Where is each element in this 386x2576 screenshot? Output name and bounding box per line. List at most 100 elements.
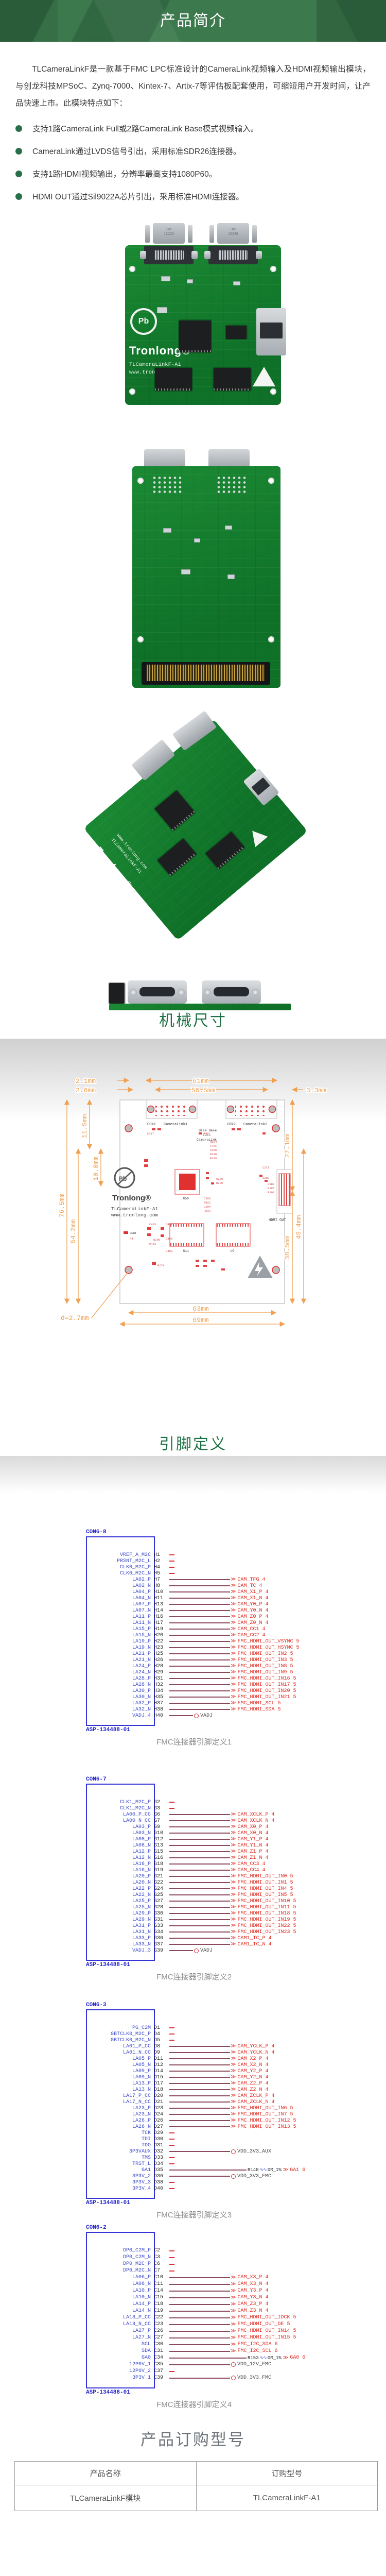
pcb-back <box>132 466 280 688</box>
signal-label: CAM_Z0_N 4 <box>237 1620 269 1626</box>
pin-number: G30 <box>154 1910 164 1917</box>
zigzag-arrow-icon: ≫ <box>231 2106 236 2111</box>
net-wire <box>169 2052 230 2053</box>
signal-label: CAM_TC 4 <box>237 1583 262 1589</box>
schematic-ref-label: CON6-8 <box>86 1529 107 1535</box>
net-port-icon <box>231 2362 236 2367</box>
pin-name: TDI <box>141 2136 151 2142</box>
svg-text:C461: C461 <box>149 1242 156 1246</box>
pin-name: TDO <box>141 2142 151 2148</box>
zigzag-arrow-icon: ≫ <box>283 2167 289 2173</box>
feature-text: 支持1路HDMI视频输出，分辨率最高支持1080P60。 <box>32 170 217 179</box>
zigzag-arrow-icon: ≫ <box>231 2062 236 2068</box>
pin-name: LA08_N <box>132 1842 151 1849</box>
pin-number: D29 <box>154 2130 164 2136</box>
svg-text:R187: R187 <box>268 1182 274 1186</box>
pin-name: LA21_P <box>132 1651 151 1657</box>
svg-text:C279: C279 <box>216 1177 223 1181</box>
zigzag-arrow-icon: ≫ <box>231 2275 236 2281</box>
signal-label: CAM_CC2 4 <box>237 1632 266 1638</box>
zigzag-arrow-icon: ≫ <box>231 2069 236 2074</box>
intro-paragraph: TLCameraLinkF是一款基于FMC LPC标准设计的CameraLink… <box>15 65 371 108</box>
passive-component <box>163 528 171 533</box>
pin-name: LA14_P <box>132 2301 151 2307</box>
feature-item: 支持1路HDMI视频输出，分辨率最高支持1080P60。 <box>15 167 376 180</box>
schematic-caption: FMC连接器引脚定义2 <box>156 1973 232 1981</box>
svg-text:CON2: CON2 <box>227 1123 236 1127</box>
pin-number: H23 <box>154 1645 164 1651</box>
pin-number: C31 <box>154 2348 164 2354</box>
net-wire <box>169 1659 230 1660</box>
resistor-value: 0R_1% <box>267 2167 282 2173</box>
net-wire <box>169 1610 230 1611</box>
signal-label: CAM1_TC_P 4 <box>237 1935 272 1941</box>
pin-name: LA09_N <box>132 2074 151 2080</box>
pin-name: LA27_P <box>132 2328 151 2334</box>
zigzag-arrow-icon: ≫ <box>231 1657 236 1663</box>
pin-name: LA30_N <box>132 1694 151 1700</box>
pin-name: LA25_P <box>132 1898 151 1904</box>
signal-label: CAM_X1_N 4 <box>237 1595 269 1601</box>
schematic-ref-label: CON6-3 <box>86 2002 107 2008</box>
pin-name: LA32_P <box>132 1700 151 1706</box>
pin-number: G25 <box>154 1892 164 1898</box>
order-cell: TLCameraLinkF-A1 <box>253 2494 321 2502</box>
net-wire <box>169 2126 230 2127</box>
zigzag-arrow-icon: ≫ <box>231 2099 236 2105</box>
passive-component <box>227 574 235 579</box>
pin-name: LA31_P <box>132 1923 151 1929</box>
pin-stub <box>169 1554 174 1555</box>
net-wire <box>169 1690 230 1691</box>
net-wire <box>169 2350 230 2352</box>
net-wire <box>169 1666 230 1667</box>
pin-name: DP0_C2M_P <box>122 2248 151 2253</box>
pin-name: LA10_N <box>132 2295 151 2300</box>
net-wire <box>169 1851 230 1852</box>
pin-number: D34 <box>154 2161 164 2167</box>
net-wire <box>169 2114 230 2115</box>
hdmi-out-connector <box>256 308 286 355</box>
pin-number: G31 <box>154 1917 164 1923</box>
signal-label: FMC_HDMI_OUT_IN10 5 <box>237 1898 296 1904</box>
pin-name: CLK0_M2C_N <box>119 1570 151 1577</box>
svg-text:C283: C283 <box>204 1197 210 1200</box>
svg-text:C463: C463 <box>149 1223 156 1226</box>
pin-number: D33 <box>154 2155 164 2161</box>
net-wire <box>169 1629 230 1630</box>
bullet-icon <box>15 125 22 132</box>
zigzag-arrow-icon: ≫ <box>231 1626 236 1632</box>
signal-label: CAM_X0_P 4 <box>237 1824 269 1830</box>
pin-number: H8 <box>154 1583 161 1589</box>
pcb-angled: Tronlong® TLCameraLinkF-A1 www.tronlong.… <box>83 710 308 941</box>
bullet-icon <box>15 193 22 200</box>
zigzag-arrow-icon: ≫ <box>231 1824 236 1830</box>
signal-label: CAM_ZCLK_N 4 <box>237 2099 275 2105</box>
schematic-caption: FMC连接器引脚定义4 <box>156 2400 232 2409</box>
mounting-hole <box>268 636 274 642</box>
net-wire <box>169 2064 230 2065</box>
zigzag-arrow-icon: ≫ <box>231 1694 236 1700</box>
svg-text:C460: C460 <box>210 1148 217 1152</box>
signal-label: FMC_HDMI_OUT_IN9 5 <box>237 1669 293 1675</box>
pin-number: G24 <box>154 1886 164 1892</box>
net-wire <box>169 1870 230 1871</box>
section-title-mechanical: 机械尺寸 <box>159 1012 227 1029</box>
pin-number: G13 <box>154 1842 164 1849</box>
pin-number: D12 <box>154 2062 164 2068</box>
